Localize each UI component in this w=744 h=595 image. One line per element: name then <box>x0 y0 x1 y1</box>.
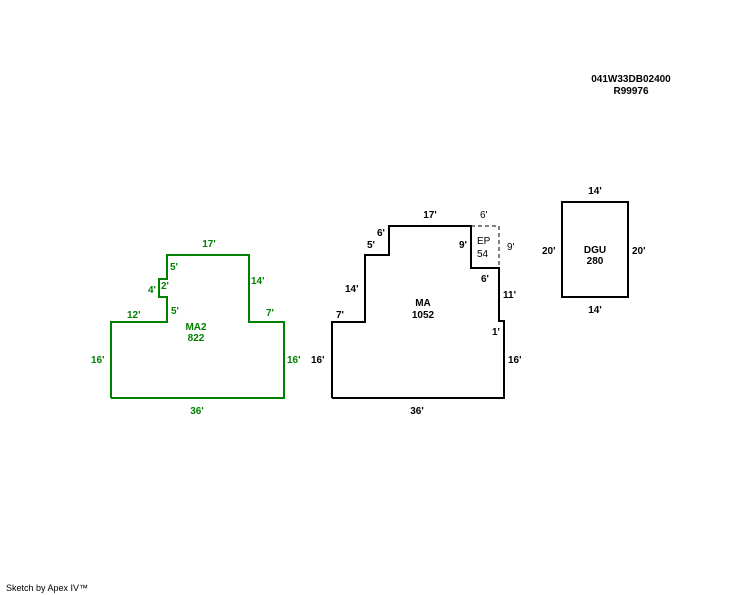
ma-dim-right: 16' <box>508 355 522 366</box>
ep-dim-right: 9' <box>507 242 515 253</box>
dgu-dim-bottom: 14' <box>588 305 602 316</box>
ma-dim-step-top: 6' <box>377 228 385 239</box>
ma2-dim-left-step: 12' <box>127 310 141 321</box>
ma2-dim-right-step: 7' <box>266 308 274 319</box>
ma-sqft: 1052 <box>412 310 435 321</box>
ma2-sqft: 822 <box>188 333 205 344</box>
dgu-dim-left: 20' <box>542 246 556 257</box>
ma2-code: MA2 <box>185 322 207 333</box>
ma-dim-right-upper: 11' <box>503 290 516 301</box>
ma2-dim-notch-upper: 5' <box>170 262 178 273</box>
ma-dim-right-jog: 1' <box>492 327 500 338</box>
ma-dim-ep-bottom: 6' <box>481 274 489 285</box>
ep-outline <box>471 225 500 268</box>
ma2-dim-bottom: 36' <box>190 406 204 417</box>
ep-dim-top: 6' <box>480 210 488 221</box>
dgu-sqft: 280 <box>587 256 604 267</box>
ma2-dim-left: 16' <box>91 355 105 366</box>
ma2-dim-notch-width: 4' <box>148 285 156 296</box>
ep-sqft: 54 <box>477 249 489 260</box>
dgu-code: DGU <box>584 245 606 256</box>
ma-dim-ep-left: 9' <box>459 240 467 251</box>
record-number: R99976 <box>613 86 649 97</box>
ma2-dim-notch-height: 2' <box>161 281 169 292</box>
ep-code: EP <box>477 236 491 247</box>
footer-credit: Sketch by Apex IV™ <box>6 583 89 593</box>
ma-dim-top: 17' <box>423 210 437 221</box>
ma-dim-bottom: 36' <box>410 406 424 417</box>
ma-dim-left-step: 7' <box>336 310 344 321</box>
ma2-dim-right: 16' <box>287 355 301 366</box>
ma-code: MA <box>415 298 431 309</box>
ma-dim-left: 16' <box>311 355 325 366</box>
ma2-dim-notch-lower: 5' <box>171 306 179 317</box>
ma-dim-step-mid: 5' <box>367 240 375 251</box>
ma2-outline <box>110 254 285 399</box>
ma2-dim-right-upper: 14' <box>251 276 265 287</box>
parcel-id: 041W33DB02400 <box>591 74 671 85</box>
ma-dim-left-upper: 14' <box>345 284 359 295</box>
ma2-dim-top: 17' <box>202 239 216 250</box>
dgu-dim-right: 20' <box>632 246 646 257</box>
dgu-outline <box>561 201 629 298</box>
dgu-dim-top: 14' <box>588 186 602 197</box>
